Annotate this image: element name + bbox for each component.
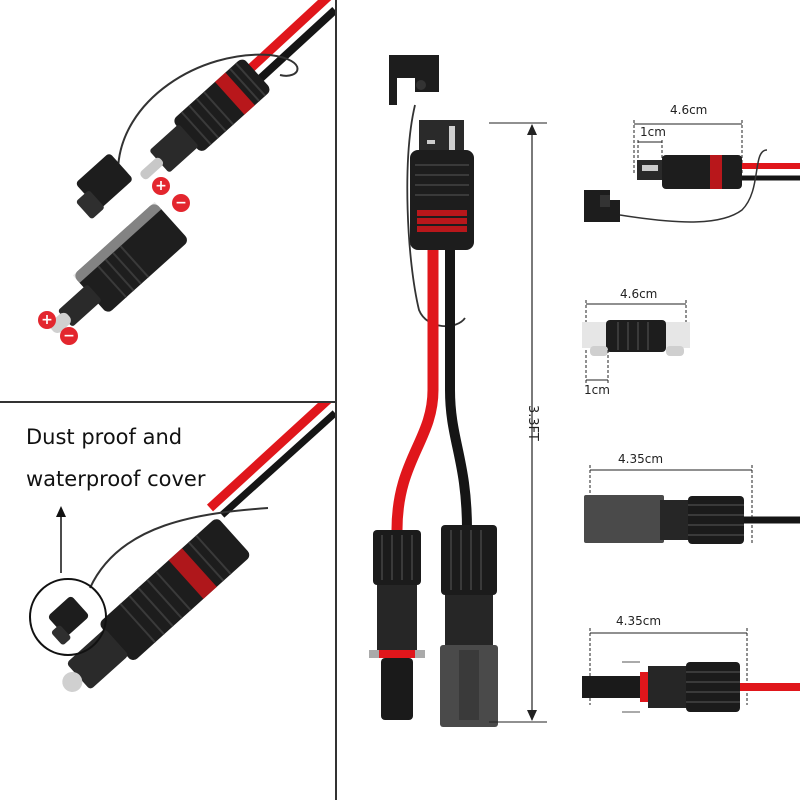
full-cable-panel: 3.3FT bbox=[337, 0, 562, 800]
callout-line-1: Dust proof and bbox=[26, 425, 183, 449]
callout-circle bbox=[29, 578, 107, 656]
arrow-head bbox=[56, 506, 66, 517]
black-wire bbox=[445, 250, 472, 531]
sae-cover-dimension-diagram bbox=[584, 120, 800, 223]
dimension-diagrams-panel: 4.6cm 1cm 4.6cm 1cm 4.35cm 4.35cm bbox=[562, 0, 800, 800]
red-wire bbox=[391, 250, 439, 531]
dust-cover-panel: Dust proof and waterproof cover bbox=[0, 403, 335, 800]
mc4-male-nut bbox=[373, 530, 421, 585]
sae-plug-lower bbox=[50, 201, 187, 334]
sae-plug-with-cap bbox=[62, 519, 250, 692]
minus-badge-lower: − bbox=[60, 327, 78, 345]
top-dust-cap bbox=[389, 55, 439, 105]
horizontal-divider bbox=[0, 401, 336, 403]
sae-connector-pair-illustration bbox=[50, 0, 335, 334]
dust-cover-illustration bbox=[29, 403, 335, 692]
dimension-diagrams-illustration bbox=[582, 120, 800, 713]
dust-cap bbox=[76, 154, 132, 219]
plus-badge-upper: + bbox=[152, 177, 170, 195]
mc4-male-dimension-diagram bbox=[582, 628, 800, 713]
mc4-female-nut bbox=[441, 525, 497, 595]
sae-plug-pin-dimension: 1cm bbox=[584, 383, 610, 397]
minus-badge-upper: − bbox=[172, 194, 190, 212]
mc4-female-body bbox=[445, 595, 493, 645]
sae-plug-dimension-diagram bbox=[582, 300, 690, 385]
mc4-female-dimension-diagram bbox=[584, 465, 800, 545]
sae-plug-total-dimension: 4.6cm bbox=[620, 287, 658, 301]
sae-plug-head bbox=[419, 120, 464, 150]
length-label: 3.3FT bbox=[525, 405, 540, 441]
sae-connector-pair-panel: + − + − bbox=[0, 0, 335, 400]
mc4-male-dimension: 4.35cm bbox=[616, 614, 662, 628]
mc4-male-body bbox=[377, 585, 417, 650]
black-wire bbox=[247, 7, 335, 91]
tether-loop bbox=[117, 53, 299, 171]
red-wire bbox=[234, 0, 332, 84]
dust-cap-closeup bbox=[48, 596, 89, 645]
full-cable-illustration bbox=[369, 55, 547, 727]
sae-plug-upper bbox=[140, 59, 270, 180]
mc4-female-dimension: 4.35cm bbox=[618, 452, 664, 466]
sae-cover-pin-dimension: 1cm bbox=[640, 125, 666, 139]
vertical-divider bbox=[335, 0, 337, 800]
mc4-male-pin bbox=[381, 658, 413, 720]
sae-cover-total-dimension: 4.6cm bbox=[670, 103, 708, 117]
plus-badge-lower: + bbox=[38, 311, 56, 329]
callout-line-2: waterproof cover bbox=[26, 467, 206, 491]
